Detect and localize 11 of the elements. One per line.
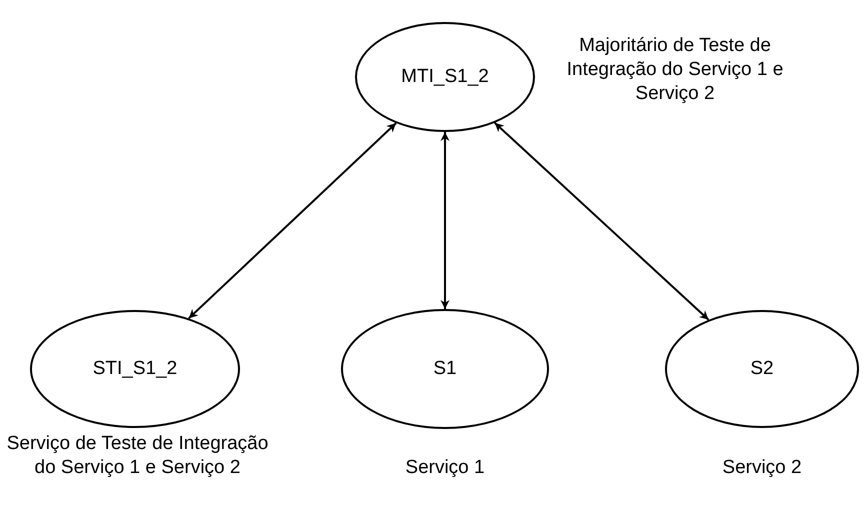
double-arrow xyxy=(188,122,397,320)
double-arrow xyxy=(440,132,450,309)
node-caption: Serviço 1 xyxy=(404,456,486,480)
double-arrow xyxy=(494,122,710,320)
node-label: S1 xyxy=(433,358,457,380)
node-caption: Serviço de Teste de Integração do Serviço 1 e Serviço 2 xyxy=(6,432,270,480)
node-label: STI_S1_2 xyxy=(92,358,178,380)
node-label: MTI_S1_2 xyxy=(401,66,489,88)
node-label: S2 xyxy=(750,358,774,380)
node-caption: Majoritário de Teste de Integração do Serviço 1 e Serviço 2 xyxy=(566,34,784,106)
node-caption: Serviço 2 xyxy=(721,456,803,480)
